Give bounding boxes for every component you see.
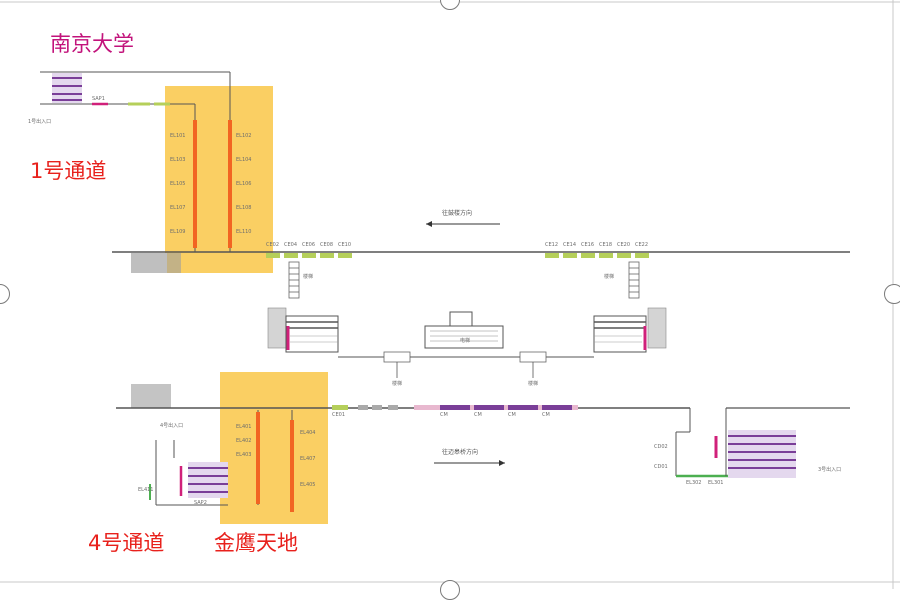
gate-ce08 [320, 253, 334, 258]
label-exit-3: 3号出入口 [818, 467, 842, 473]
el-tag: EL401 [236, 424, 252, 430]
stairs-stack-left [288, 261, 300, 299]
turnstile-cluster-right [714, 430, 796, 478]
gate-label-ce06: CE06 [302, 242, 316, 248]
label-cd02: CD02 [654, 444, 668, 450]
label-stairs-right: 楼梯 [604, 274, 615, 280]
label-exit-4: 4号出入口 [160, 423, 184, 429]
gate-label-ce18: CE18 [599, 242, 613, 248]
escalator-bottom-right [290, 420, 294, 512]
gate-ce06 [302, 253, 316, 258]
escalator-tags-bottom-right: EL404 EL407 EL405 [300, 420, 316, 498]
escalator-bottom-left [256, 412, 260, 504]
el-tag: EL101 [170, 133, 186, 139]
gate-cm [542, 405, 572, 410]
gate-label-ce22: CE22 [635, 242, 649, 248]
turnstile-cluster-jinying [179, 462, 228, 498]
gate-label-ce14: CE14 [563, 242, 577, 248]
gate-ce01 [332, 405, 348, 410]
platform-unit-left [267, 307, 339, 353]
gate-cm [508, 405, 538, 410]
gate-ce18 [599, 253, 613, 258]
label-passage-1: 1号通道 [30, 159, 107, 183]
gates-top-right [545, 253, 649, 258]
gate-label-ce04: CE04 [284, 242, 298, 248]
label-exit-1: 1号出入口 [28, 119, 52, 125]
label-lift: 电梯 [460, 338, 471, 344]
gate-ce14 [563, 253, 577, 258]
gate-label-cm: CM [542, 412, 550, 418]
grey-block-bottom [131, 384, 171, 408]
el-tag: EL402 [236, 438, 252, 444]
label-el411: EL411 [138, 487, 154, 493]
gate-label-ce10: CE10 [338, 242, 352, 248]
el-tag: EL102 [236, 133, 252, 139]
resize-handle-bottom[interactable] [440, 580, 460, 600]
gate-label-cm: CM [474, 412, 482, 418]
el-tag: EL110 [236, 229, 252, 235]
el-tag: EL109 [170, 229, 186, 235]
label-sap2: SAP2 [194, 500, 207, 506]
gate-ce20 [617, 253, 631, 258]
el-tag: EL405 [300, 482, 316, 488]
gates-bottom [440, 405, 572, 410]
escalator-top-left [193, 120, 197, 248]
stairs-small-right [519, 351, 547, 363]
stairs-stack-right [628, 261, 640, 299]
zone-passage-1 [165, 86, 273, 273]
el-tag: EL103 [170, 157, 186, 163]
escalator-tags-top-left: EL101 EL103 EL105 EL107 EL109 [170, 124, 186, 244]
el-tag: EL105 [170, 181, 186, 187]
gates-top-left [266, 253, 352, 258]
el-tag: EL104 [236, 157, 252, 163]
el-tag: EL404 [300, 430, 316, 436]
stairs-small-left [383, 351, 411, 363]
gate-ce12 [545, 253, 559, 258]
gate-ce04 [284, 253, 298, 258]
label-stairs-low-right: 楼梯 [528, 381, 539, 387]
gate-label-cm: CM [508, 412, 516, 418]
gate-cm [440, 405, 470, 410]
resize-handle-right[interactable] [884, 284, 900, 304]
label-ce01: CE01 [332, 412, 346, 418]
label-nanjing-univ: 南京大学 [50, 32, 134, 56]
gate-label-ce02: CE02 [266, 242, 280, 248]
gate-ce22 [635, 253, 649, 258]
gate-ce02 [266, 253, 280, 258]
gate-ce10 [338, 253, 352, 258]
gate-label-ce16: CE16 [581, 242, 595, 248]
grey-block-top-inner [167, 253, 181, 273]
label-el302: EL302 [686, 480, 702, 486]
gate-label-ce12: CE12 [545, 242, 559, 248]
central-lift [424, 311, 504, 349]
label-jinying: 金鹰天地 [214, 531, 298, 555]
zone-passage-4 [220, 372, 328, 524]
label-sap1: SAP1 [92, 96, 105, 102]
label-direction-top: 往鼓楼方向 [442, 210, 473, 217]
label-passage-4: 4号通道 [88, 531, 165, 555]
el-tag: EL106 [236, 181, 252, 187]
el-tag: EL107 [170, 205, 186, 211]
grey-block-top [131, 253, 167, 273]
escalator-top-right [228, 120, 232, 248]
label-el301: EL301 [708, 480, 724, 486]
el-tag: EL403 [236, 452, 252, 458]
gate-label-cm: CM [440, 412, 448, 418]
label-cd01: CD01 [654, 464, 668, 470]
gate-label-ce20: CE20 [617, 242, 631, 248]
el-tag: EL108 [236, 205, 252, 211]
label-stairs-low-left: 楼梯 [392, 381, 403, 387]
gate-label-ce08: CE08 [320, 242, 334, 248]
gate-ce16 [581, 253, 595, 258]
el-tag: EL407 [300, 456, 316, 462]
gate-cm [474, 405, 504, 410]
escalator-tags-bottom-left: EL401 EL402 EL403 [236, 420, 252, 462]
turnstile-cluster-nanjing [52, 73, 82, 103]
label-direction-bottom: 往迈皋桥方向 [442, 449, 479, 456]
label-stairs-left: 楼梯 [303, 274, 314, 280]
platform-unit-right [593, 307, 667, 353]
escalator-tags-top-right: EL102 EL104 EL106 EL108 EL110 [236, 124, 252, 244]
